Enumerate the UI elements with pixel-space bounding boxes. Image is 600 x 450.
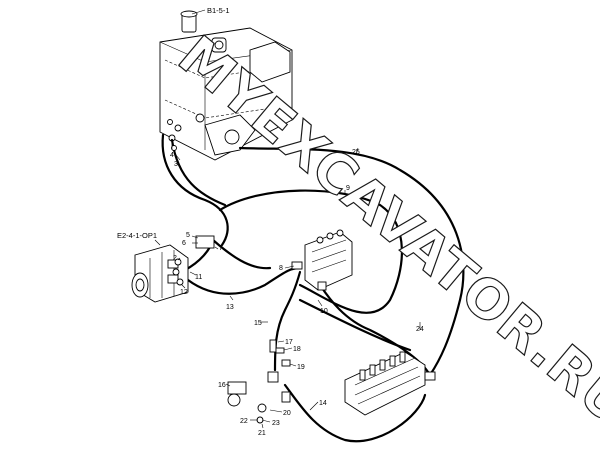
callout-21: 21 <box>258 430 266 437</box>
upper-control-valve <box>291 229 353 291</box>
callout-12: 12 <box>180 289 188 296</box>
callout-4: 4 <box>170 152 174 159</box>
fittings <box>167 119 291 424</box>
callout-22: 22 <box>240 418 248 425</box>
hydraulic-pump <box>131 244 189 303</box>
callout-15: 15 <box>254 320 262 327</box>
callout-10: 10 <box>320 308 328 315</box>
callout-19: 19 <box>297 364 305 371</box>
callout-25: 25 <box>352 149 360 156</box>
callout-2: 2 <box>173 255 177 262</box>
callout-13: 13 <box>226 304 234 311</box>
tank-reference: B1-5-1 <box>207 6 230 15</box>
callout-6: 6 <box>182 240 186 247</box>
callout-5: 5 <box>186 232 190 239</box>
lower-control-valve <box>344 351 436 416</box>
hydraulic-tank <box>159 10 293 161</box>
callout-17: 17 <box>285 339 293 346</box>
callout-18: 18 <box>293 346 301 353</box>
callout-11: 11 <box>195 274 202 281</box>
callout-14: 14 <box>319 400 327 407</box>
callout-16: 16 <box>218 382 226 389</box>
callout-3: 3 <box>174 161 178 168</box>
hose-routing <box>161 133 465 443</box>
leader-lines <box>171 143 421 429</box>
callout-9: 9 <box>346 185 350 192</box>
callout-20: 20 <box>283 410 291 417</box>
callout-8: 8 <box>279 265 283 272</box>
callout-23: 23 <box>272 420 280 427</box>
callout-24: 24 <box>416 326 424 333</box>
callout-7: 7 <box>219 245 223 252</box>
callout-numbers: 25 9 4 3 5 6 7 2 11 12 13 8 15 10 24 17 … <box>170 149 424 437</box>
pump-reference: E2-4-1-OP1 <box>117 231 157 240</box>
